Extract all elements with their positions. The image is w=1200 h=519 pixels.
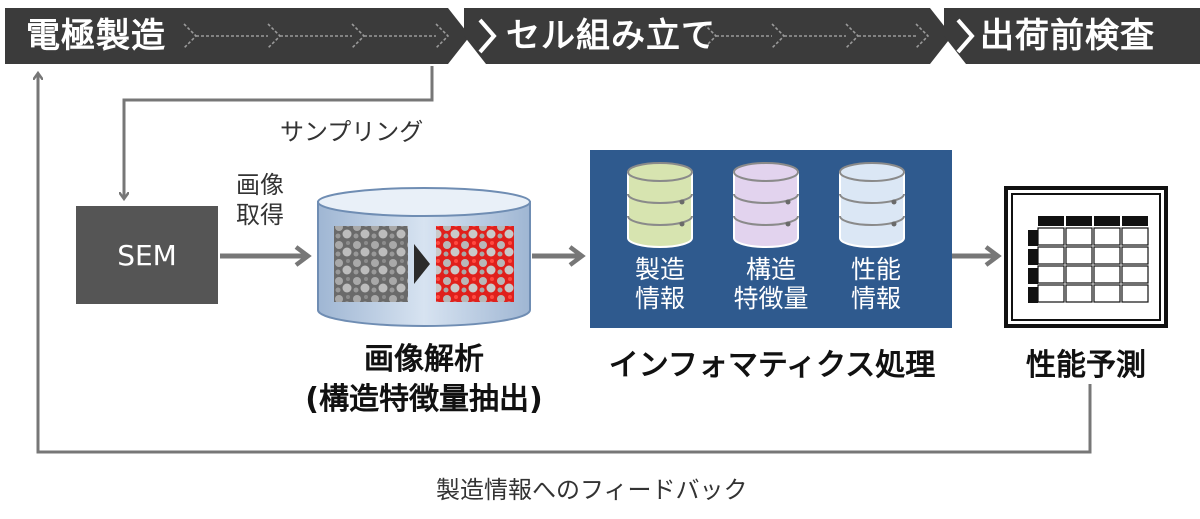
image-analysis-caption: 画像解析 (構造特徴量抽出) — [286, 340, 562, 419]
database-icon-structure — [733, 162, 799, 248]
banner-chevrons — [183, 23, 930, 49]
sampling-label: サンプリング — [280, 118, 424, 146]
image-acquire-label: 画像 取得 — [236, 170, 284, 230]
informatics-caption: インフォマティクス処理 — [608, 348, 936, 383]
sem-raw-image — [334, 226, 408, 302]
database-icons — [627, 162, 905, 248]
sampling-line — [124, 66, 434, 198]
prediction-caption: 性能予測 — [1026, 348, 1146, 383]
image-acquire-line1: 画像 — [236, 171, 284, 199]
process-banner — [5, 8, 1200, 64]
db-label-manufacturing: 製造情報 — [634, 255, 685, 313]
feedback-line — [38, 74, 1092, 454]
prediction-table-icon — [1004, 186, 1168, 328]
db-label-performance: 性能情報 — [850, 255, 901, 313]
image-analysis-caption-line2: (構造特徴量抽出) — [305, 381, 543, 417]
stage-electrode-label: 電極製造 — [26, 16, 166, 56]
image-analysis-cylinder — [317, 187, 531, 327]
banner-segment-inspection — [944, 8, 1200, 64]
database-icon-manufacturing — [627, 162, 693, 248]
stage-inspection-label: 出荷前検査 — [980, 16, 1155, 56]
sem-segmented-image — [436, 226, 514, 302]
feedback-label: 製造情報へのフィードバック — [436, 476, 748, 504]
processing-arrow-icon — [414, 244, 430, 284]
sem-label: SEM — [117, 238, 177, 272]
sem-box: SEM — [76, 206, 218, 304]
banner-separator-chevrons — [478, 18, 975, 54]
database-icon-performance — [839, 162, 905, 248]
image-analysis-caption-line1: 画像解析 — [364, 342, 484, 377]
image-acquire-line2: 取得 — [236, 201, 284, 229]
db-label-structure: 構造特徴量 — [733, 255, 809, 313]
banner-segment-cell-assembly — [464, 8, 952, 64]
stage-cell-assembly-label: セル組み立て — [506, 16, 716, 56]
